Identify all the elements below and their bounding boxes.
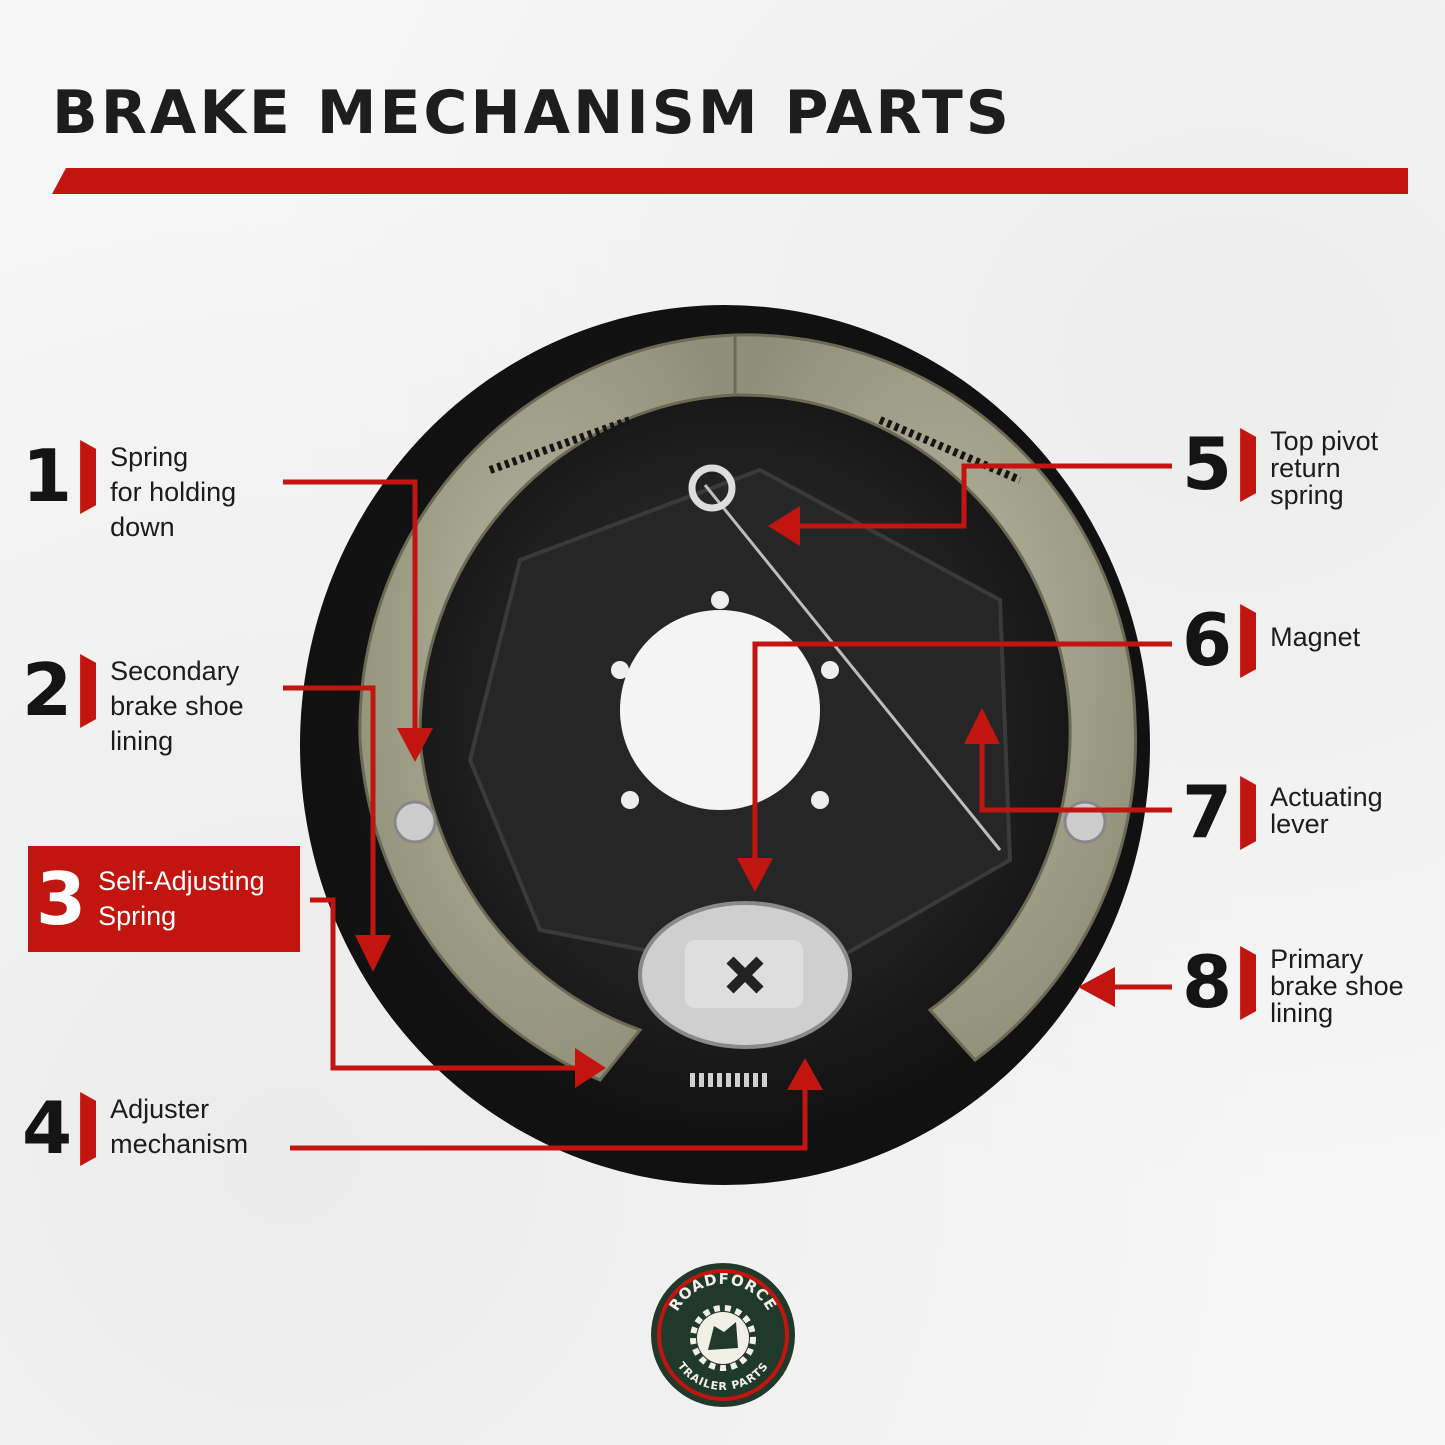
callout-7-label: Actuating lever bbox=[1270, 782, 1383, 839]
callout-4-marker bbox=[80, 1092, 97, 1166]
callout-7: 7 Actuating lever bbox=[1182, 776, 1383, 850]
callout-8-marker bbox=[1240, 946, 1257, 1020]
brake-shoes bbox=[358, 333, 1138, 1082]
callout-4-label: Adjuster mechanism bbox=[110, 1094, 249, 1159]
callout-5-label: Top pivot return spring bbox=[1270, 426, 1379, 510]
hub-plate bbox=[467, 467, 1013, 983]
callout-2: 2 Secondary brake shoe lining bbox=[22, 654, 244, 759]
callout-6: 6 Magnet bbox=[1182, 604, 1360, 678]
title-underline bbox=[52, 168, 1408, 194]
callout-2-number: 2 bbox=[22, 648, 73, 732]
callout-8: 8 Primary brake shoe lining bbox=[1182, 946, 1404, 1027]
callout-8-number: 8 bbox=[1182, 940, 1233, 1024]
callout-1-number: 1 bbox=[22, 434, 73, 518]
actuating-cable bbox=[688, 464, 1002, 851]
roadforce-logo: ROADFORCE TRAILER PARTS bbox=[651, 1263, 795, 1407]
callout-arrowheads bbox=[355, 506, 1115, 1090]
callout-7-marker bbox=[1240, 776, 1257, 850]
magnet bbox=[638, 901, 852, 1049]
callout-1-label: Spring for holding down bbox=[110, 442, 237, 542]
page-title: BRAKE MECHANISM PARTS bbox=[52, 78, 1013, 148]
callout-3-number: 3 bbox=[36, 857, 87, 941]
callout-4: 4 Adjuster mechanism bbox=[22, 1092, 248, 1166]
callout-6-marker bbox=[1240, 604, 1257, 678]
callout-5-marker bbox=[1240, 428, 1257, 502]
callout-2-marker bbox=[80, 654, 97, 728]
callout-5-number: 5 bbox=[1182, 422, 1233, 506]
callout-6-number: 6 bbox=[1182, 598, 1233, 682]
gear-wolf-icon bbox=[690, 1305, 756, 1371]
callout-5: 5 Top pivot return spring bbox=[1182, 428, 1378, 509]
callout-8-label: Primary brake shoe lining bbox=[1270, 944, 1404, 1028]
callout-7-number: 7 bbox=[1182, 770, 1233, 854]
callout-4-number: 4 bbox=[22, 1086, 73, 1170]
callout-1: 1 Spring for holding down bbox=[22, 440, 236, 545]
callout-2-label: Secondary brake shoe lining bbox=[110, 656, 244, 756]
callout-6-label: Magnet bbox=[1270, 622, 1361, 652]
springs bbox=[488, 416, 1022, 1087]
callout-3: 3 Self-Adjusting Spring bbox=[28, 846, 300, 952]
callout-1-marker bbox=[80, 440, 97, 514]
callout-3-label: Self-Adjusting Spring bbox=[98, 866, 265, 931]
